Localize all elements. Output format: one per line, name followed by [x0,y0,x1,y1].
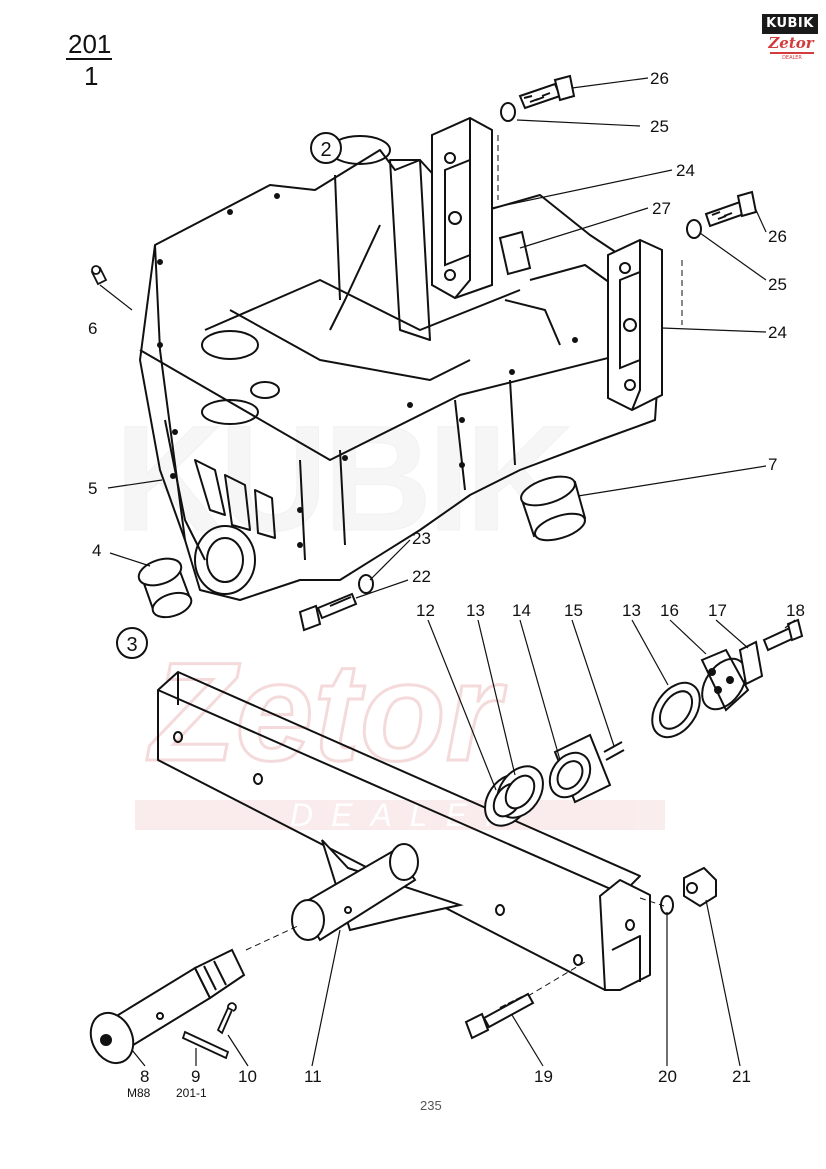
leader-lines [99,77,796,1067]
drawing-ref-right: 201-1 [176,1086,207,1100]
logo-sub: Zetor [768,34,814,52]
callout-14: 14 [512,601,531,620]
carrier-bore-left [201,330,259,360]
washer-nut [660,895,674,915]
callout-17: 17 [708,601,727,620]
watermark-brand: KUBIK [115,394,573,562]
grease-nipple [90,265,108,286]
shim-plate [498,230,532,276]
long-bolt [464,992,535,1040]
bushing-left [137,557,193,619]
callout-7: 7 [768,455,777,474]
callout-26a: 26 [650,69,669,88]
callouts: 26 25 24 27 26 25 24 6 7 5 4 23 22 12 13… [88,69,805,1086]
carrier-bore-mid [201,399,259,425]
assembly-markers: 2 3 [116,132,342,659]
bearing-sleeve [548,733,625,804]
split-pin [216,1002,237,1035]
pivot-tube [291,839,464,942]
callout-9: 9 [191,1067,200,1086]
callout-6: 6 [88,319,97,338]
marker-2 [310,132,342,164]
washer-upper [500,102,516,122]
bolt-right [704,190,758,228]
callout-8: 8 [140,1067,149,1086]
pivot-pin [89,948,246,1065]
centerlines [245,135,683,997]
callout-20: 20 [658,1067,677,1086]
callout-26b: 26 [768,227,787,246]
carrier-right-web [504,264,621,346]
drawing-ref-left: M88 [127,1086,151,1100]
callout-22: 22 [412,567,431,586]
carrier-upper-rib [204,279,521,331]
watermark: KUBIK Zetor DEALER [115,394,665,833]
locking-plate [738,640,764,686]
callout-25a: 25 [650,117,669,136]
dealer-logo: KUBIK Zetor DEALER [762,14,818,61]
end-cap [700,648,750,712]
carrier-lower-edge [139,344,661,461]
support-plate-right [607,238,663,412]
subgroup-number: 1 [84,61,99,91]
callout-5: 5 [88,479,97,498]
callout-24b: 24 [768,323,787,342]
marker-3 [116,627,148,659]
carrier-pivot-bore [206,537,244,583]
carrier-web [329,174,381,331]
callout-24a: 24 [676,161,695,180]
cap-screw [762,618,804,652]
carrier-pivot-eye [194,525,256,595]
callout-15: 15 [564,601,583,620]
watermark-sub: Zetor [146,633,507,790]
o-ring-inner [658,690,694,730]
callout-12: 12 [416,601,435,620]
logo-brand: KUBIK [762,14,818,34]
washer-carrier [358,574,374,594]
callout-19: 19 [534,1067,553,1086]
nut [683,866,717,908]
o-ring [651,681,701,739]
callout-18: 18 [786,601,805,620]
bushing-right [520,475,587,542]
group-number: 201 [68,29,112,59]
watermark-band [135,800,665,830]
callout-4: 4 [92,541,101,560]
callout-16: 16 [660,601,679,620]
bolt-upper [518,74,576,110]
seal-ring-stack [484,765,544,827]
marker-3-label: 3 [126,634,137,656]
lock-pin [181,1030,230,1060]
callout-11: 11 [304,1067,322,1086]
callout-13a: 13 [466,601,485,620]
axle-carrier-assembly [139,135,661,601]
marker-2-label: 2 [320,139,331,161]
carrier-center-rib [229,309,471,381]
callout-21: 21 [732,1067,751,1086]
callout-25b: 25 [768,275,787,294]
callout-23: 23 [412,529,431,548]
logo-tag: DEALER [782,55,802,61]
callout-10: 10 [238,1067,257,1086]
callout-27: 27 [652,199,671,218]
front-beam [157,671,651,991]
carrier-gussets [194,459,276,539]
washer-right [686,219,702,239]
carrier-left-pad [389,159,431,341]
support-plate-left [431,116,493,300]
carrier-bore-center [250,381,280,399]
bolt-carrier [298,592,358,632]
carrier-outline [139,149,661,601]
group-divider [66,58,112,60]
logo-rule [770,52,814,54]
page-number: 235 [420,1098,442,1113]
callout-13b: 13 [622,601,641,620]
